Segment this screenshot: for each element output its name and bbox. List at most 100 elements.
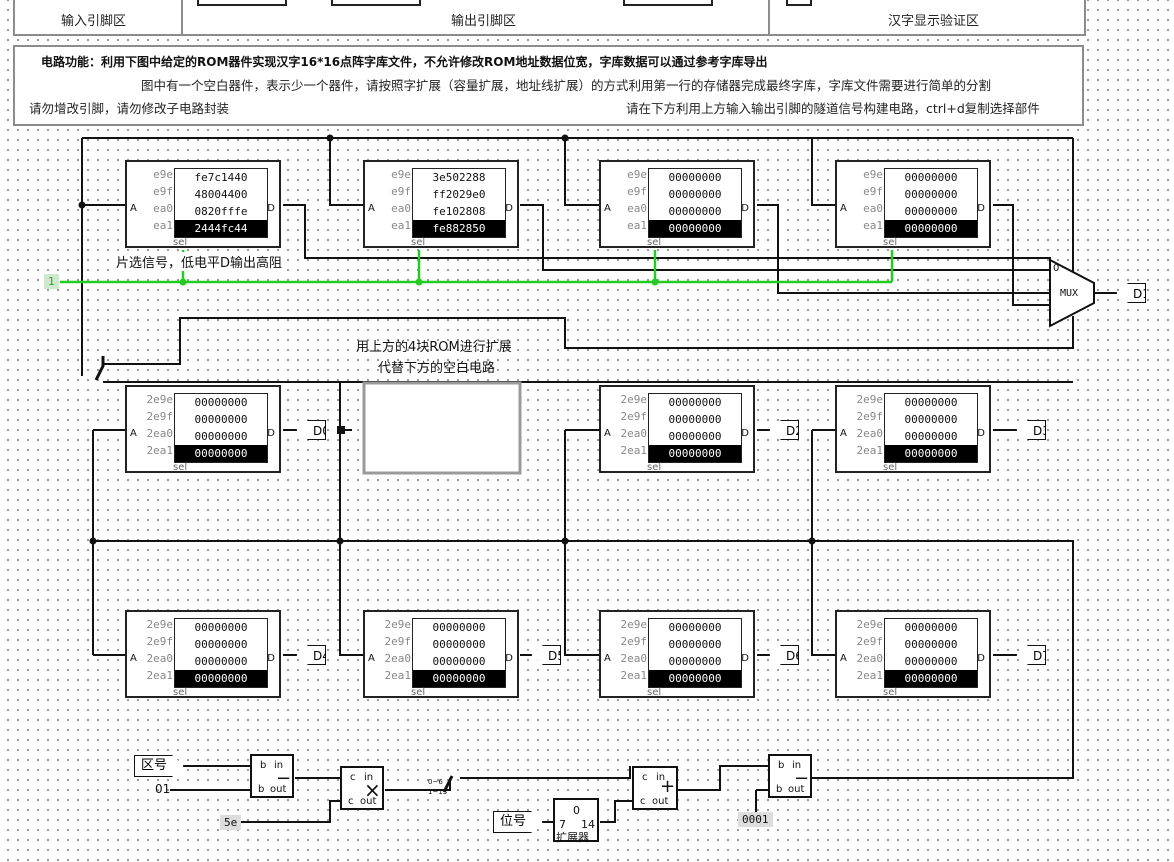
rom-value: 00000000	[904, 621, 958, 634]
rom-value: 0820fffe	[194, 205, 248, 218]
hanzi-verify-area: 汉字显示验证区	[768, 0, 1086, 36]
pin-d: D	[977, 653, 985, 664]
zone-number-input[interactable]: 区号	[134, 755, 184, 777]
output-tunnel-d7[interactable]: D7	[1016, 645, 1046, 665]
rom-value-selected: 00000000	[885, 670, 977, 687]
rom-value: 00000000	[904, 430, 958, 443]
rom-value: 00000000	[904, 171, 958, 184]
pin-sel: sel	[173, 462, 188, 473]
rom-value: 00000000	[432, 638, 486, 651]
rom-top-1[interactable]: e9e e9f ea0 ea1 fe7c1440 48004400 0820ff…	[125, 160, 281, 248]
rom-middle-1[interactable]: 2e9e 2e9f 2ea0 2ea1 00000000 00000000 00…	[125, 385, 281, 473]
pin-sel: sel	[883, 687, 898, 698]
adder[interactable]: c in + c out	[632, 766, 678, 810]
pin-a: A	[368, 653, 375, 664]
rom-value: 00000000	[668, 638, 722, 651]
output-tunnel-d3[interactable]: D3	[1016, 420, 1046, 440]
constant-one[interactable]: 1	[44, 274, 59, 289]
blank-note-line-1: 用上方的4块ROM进行扩展	[356, 340, 512, 355]
output-tunnel-d2[interactable]: D2	[769, 420, 799, 440]
pin-a: A	[604, 653, 611, 664]
output-pin-area-label: 输出引脚区	[451, 14, 517, 29]
pin-a: A	[840, 428, 847, 439]
rom-bottom-4[interactable]: 2e9e 2e9f 2ea0 2ea1 00000000 00000000 00…	[835, 610, 991, 698]
pin-sel: sel	[883, 237, 898, 248]
rom-value: 00000000	[432, 655, 486, 668]
rom-top-4[interactable]: e9e e9f ea0 ea1 00000000 00000000 000000…	[835, 160, 991, 248]
output-tunnel-d6[interactable]: D6	[769, 645, 799, 665]
rom-value-selected: 00000000	[649, 670, 741, 687]
pin-d: D	[741, 203, 749, 214]
rom-value: 00000000	[904, 205, 958, 218]
zone-sub-const: 01	[155, 782, 171, 796]
rom-value: 00000000	[668, 188, 722, 201]
pin-d: D	[977, 203, 985, 214]
rom-middle-2[interactable]: 2e9e 2e9f 2ea0 2ea1 00000000 00000000 00…	[599, 385, 755, 473]
rom-value-selected: 00000000	[175, 445, 267, 462]
pin-d: D	[267, 428, 275, 439]
pin-sel: sel	[411, 687, 426, 698]
rom-value: 00000000	[194, 638, 248, 651]
multiplier[interactable]: c in × c out	[340, 766, 384, 810]
position-number-input[interactable]: 位号	[493, 811, 543, 833]
pin-a: A	[130, 203, 137, 214]
multiply-constant[interactable]: 5e	[220, 815, 242, 830]
input-pin-area-label: 输入引脚区	[61, 14, 127, 29]
rom-data-box: 00000000 00000000 00000000 00000000	[648, 618, 742, 688]
rom-value: 00000000	[432, 621, 486, 634]
description-line-3-right: 请在下方利用上方输入输出引脚的隧道信号构建电路，ctrl+d复制选择部件	[626, 101, 1040, 116]
pin-d: D	[505, 653, 513, 664]
rom-data-box: 00000000 00000000 00000000 00000000	[648, 393, 742, 463]
mux-output-tunnel-d1[interactable]: D1	[1116, 283, 1146, 303]
rom-value-selected: 00000000	[885, 445, 977, 462]
pin-d: D	[267, 653, 275, 664]
input-pin-area: 输入引脚区	[13, 0, 185, 36]
pin-sel: sel	[173, 237, 188, 248]
subtractor-1[interactable]: b in − b out	[250, 754, 294, 798]
splitter-label-1: 0~6	[428, 778, 443, 786]
rom-value: 00000000	[668, 396, 722, 409]
rom-value-selected: 00000000	[885, 220, 977, 237]
blank-note-line-2: 代替下方的空白电路	[378, 361, 496, 376]
rom-middle-3[interactable]: 2e9e 2e9f 2ea0 2ea1 00000000 00000000 00…	[835, 385, 991, 473]
pin-a: A	[130, 428, 137, 439]
output-pin-c	[623, 0, 713, 6]
rom-value-selected: 00000000	[413, 670, 505, 687]
output-pin-b	[331, 0, 421, 6]
output-tunnel-d4[interactable]: D4	[296, 645, 326, 665]
rom-bottom-1[interactable]: 2e9e 2e9f 2ea0 2ea1 00000000 00000000 00…	[125, 610, 281, 698]
output-tunnel-d5[interactable]: D5	[531, 645, 561, 665]
pin-sel: sel	[173, 687, 188, 698]
rom-top-2[interactable]: e9e e9f ea0 ea1 3e502288 ff2029e0 fe1028…	[363, 160, 519, 248]
mux-in0-label: 0	[1053, 263, 1060, 274]
pin-sel: sel	[411, 237, 426, 248]
rom-value: ff2029e0	[432, 188, 486, 201]
rom-value: 00000000	[668, 205, 722, 218]
verify-pin	[786, 0, 812, 6]
rom-bottom-3[interactable]: 2e9e 2e9f 2ea0 2ea1 00000000 00000000 00…	[599, 610, 755, 698]
pin-a: A	[368, 203, 375, 214]
rom-value-selected: fe882850	[413, 220, 505, 237]
pin-sel: sel	[883, 462, 898, 473]
rom-bottom-2[interactable]: 2e9e 2e9f 2ea0 2ea1 00000000 00000000 00…	[363, 610, 519, 698]
rom-value: 00000000	[668, 413, 722, 426]
pin-a: A	[840, 203, 847, 214]
rom-value: fe7c1440	[194, 171, 248, 184]
output-pin-area: 输出引脚区	[181, 0, 772, 36]
pin-a: A	[604, 428, 611, 439]
rom-value: 00000000	[194, 413, 248, 426]
final-sub-constant[interactable]: 0001	[738, 812, 773, 827]
pin-d: D	[505, 203, 513, 214]
bit-extender[interactable]: 0 7 14 扩展器	[553, 798, 599, 844]
rom-value-selected: 00000000	[649, 220, 741, 237]
rom-data-box: 00000000 00000000 00000000 00000000	[884, 168, 978, 238]
rom-top-3[interactable]: e9e e9f ea0 ea1 00000000 00000000 000000…	[599, 160, 755, 248]
pin-d: D	[741, 428, 749, 439]
output-tunnel-d0[interactable]: D0	[296, 420, 326, 440]
subtractor-2[interactable]: b in − b out	[768, 754, 812, 798]
splitter-label-2: 1~13	[428, 788, 448, 796]
description-line-1: 电路功能：利用下图中给定的ROM器件实现汉字16*16点阵字库文件，不允许修改R…	[41, 55, 768, 69]
rom-value: 48004400	[194, 188, 248, 201]
description-line-2: 图中有一个空白器件，表示少一个器件，请按照字扩展（容量扩展，地址线扩展）的方式利…	[141, 78, 992, 93]
